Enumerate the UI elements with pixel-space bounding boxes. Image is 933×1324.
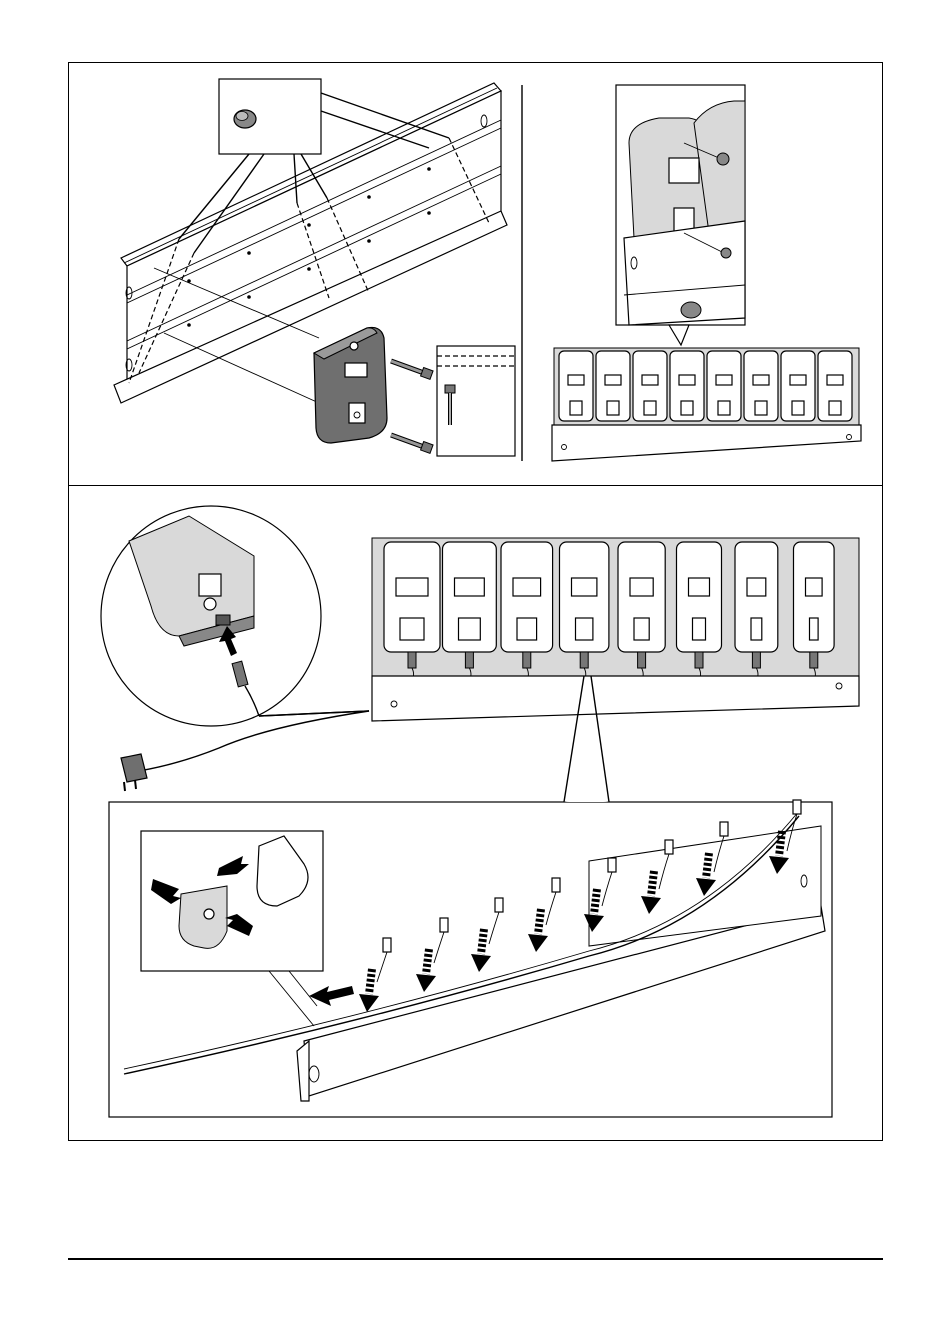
charger-unit [633, 351, 667, 421]
power-plug-icon [121, 754, 147, 791]
charger-unit [781, 351, 815, 421]
charger-unit [818, 351, 852, 421]
top-panel-drawing [69, 63, 884, 487]
charger-icon [314, 327, 387, 443]
charger-unit [744, 351, 778, 421]
charger-unit [596, 351, 630, 421]
screw-icon [391, 361, 433, 453]
bumper-pad-icon [234, 110, 256, 128]
charger-unit [559, 351, 593, 421]
footer-rule [68, 1258, 883, 1260]
bottom-panel-drawing [69, 486, 884, 1142]
charger-unit [707, 351, 741, 421]
charger-row-icon [624, 101, 745, 325]
bottom-illustration-panel [68, 485, 883, 1141]
charger-row-icon [372, 538, 859, 721]
top-illustration-panel [68, 62, 883, 486]
charger-unit [670, 351, 704, 421]
charger-row-icon [552, 348, 861, 461]
